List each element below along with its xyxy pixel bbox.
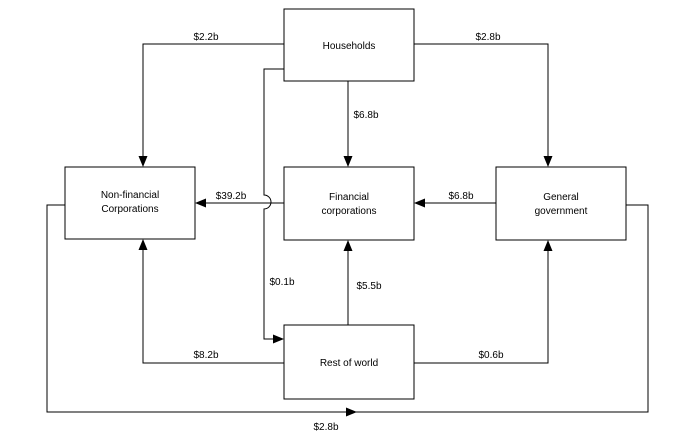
arrow-left-icon bbox=[414, 198, 425, 208]
node-households-box bbox=[283, 8, 415, 82]
node-financial-label-line1: Financial bbox=[329, 192, 369, 203]
node-households-label: Households bbox=[323, 41, 376, 52]
arrow-right-icon bbox=[346, 407, 357, 417]
arrow-down-icon bbox=[543, 156, 553, 167]
node-government-label-line1: General bbox=[543, 192, 579, 203]
flow-restofworld-to-government: $0.6b bbox=[414, 240, 553, 364]
node-nonfinancial-corporations: Non-financial Corporations bbox=[64, 166, 196, 240]
flow-label-financial-to-nonfinancial: $39.2b bbox=[216, 191, 247, 202]
arrow-up-icon bbox=[543, 240, 553, 251]
flow-households-to-restofworld: $0.1b bbox=[263, 68, 295, 344]
arrow-down-icon bbox=[138, 156, 148, 167]
flow-households-to-government: $2.8b bbox=[414, 32, 553, 167]
flow-restofworld-to-nonfinancial: $8.2b bbox=[138, 239, 284, 364]
flow-label-households-to-nonfinancial: $2.2b bbox=[193, 32, 218, 43]
flow-restofworld-to-government-line bbox=[414, 251, 549, 364]
flow-nonfinancial-to-government: $2.8b bbox=[46, 204, 649, 433]
node-households: Households bbox=[283, 8, 415, 82]
node-nonfinancial-label-line2: Corporations bbox=[101, 204, 158, 215]
flow-label-households-to-financial: $6.8b bbox=[353, 110, 378, 121]
node-financial-box bbox=[283, 166, 415, 241]
node-financial-label-line2: corporations bbox=[321, 206, 376, 217]
flow-label-nonfinancial-to-government: $2.8b bbox=[313, 422, 338, 433]
flow-restofworld-to-nonfinancial-line bbox=[142, 250, 284, 364]
flow-label-restofworld-to-nonfinancial: $8.2b bbox=[193, 350, 218, 361]
node-government-label-line2: government bbox=[535, 206, 588, 217]
node-general-government: General government bbox=[495, 166, 627, 241]
flow-label-households-to-restofworld: $0.1b bbox=[269, 277, 294, 288]
arrow-up-icon bbox=[343, 240, 353, 251]
arrow-up-icon bbox=[138, 239, 148, 250]
flow-households-to-financial: $6.8b bbox=[343, 81, 379, 167]
node-nonfinancial-label-line1: Non-financial bbox=[101, 190, 159, 201]
flow-households-to-government-line bbox=[414, 43, 549, 157]
flow-restofworld-to-financial: $5.5b bbox=[343, 240, 382, 325]
flow-households-to-restofworld-line bbox=[263, 68, 284, 340]
flow-label-restofworld-to-government: $0.6b bbox=[478, 350, 503, 361]
node-restofworld-box bbox=[283, 324, 415, 400]
arrow-down-icon bbox=[343, 156, 353, 167]
node-restofworld-label: Rest of world bbox=[320, 358, 378, 369]
flow-label-government-to-financial: $6.8b bbox=[448, 191, 473, 202]
arrow-left-icon bbox=[195, 198, 206, 208]
arrow-right-icon bbox=[273, 334, 284, 344]
flow-government-to-financial: $6.8b bbox=[414, 191, 496, 208]
node-nonfinancial-box bbox=[64, 166, 196, 240]
flow-households-to-nonfinancial-line bbox=[142, 43, 284, 157]
flow-label-restofworld-to-financial: $5.5b bbox=[356, 281, 381, 292]
flow-label-households-to-government: $2.8b bbox=[475, 32, 500, 43]
flow-households-to-nonfinancial: $2.2b bbox=[138, 32, 284, 167]
node-government-box bbox=[495, 166, 627, 241]
node-rest-of-world: Rest of world bbox=[283, 324, 415, 400]
node-financial-corporations: Financial corporations bbox=[283, 166, 415, 241]
